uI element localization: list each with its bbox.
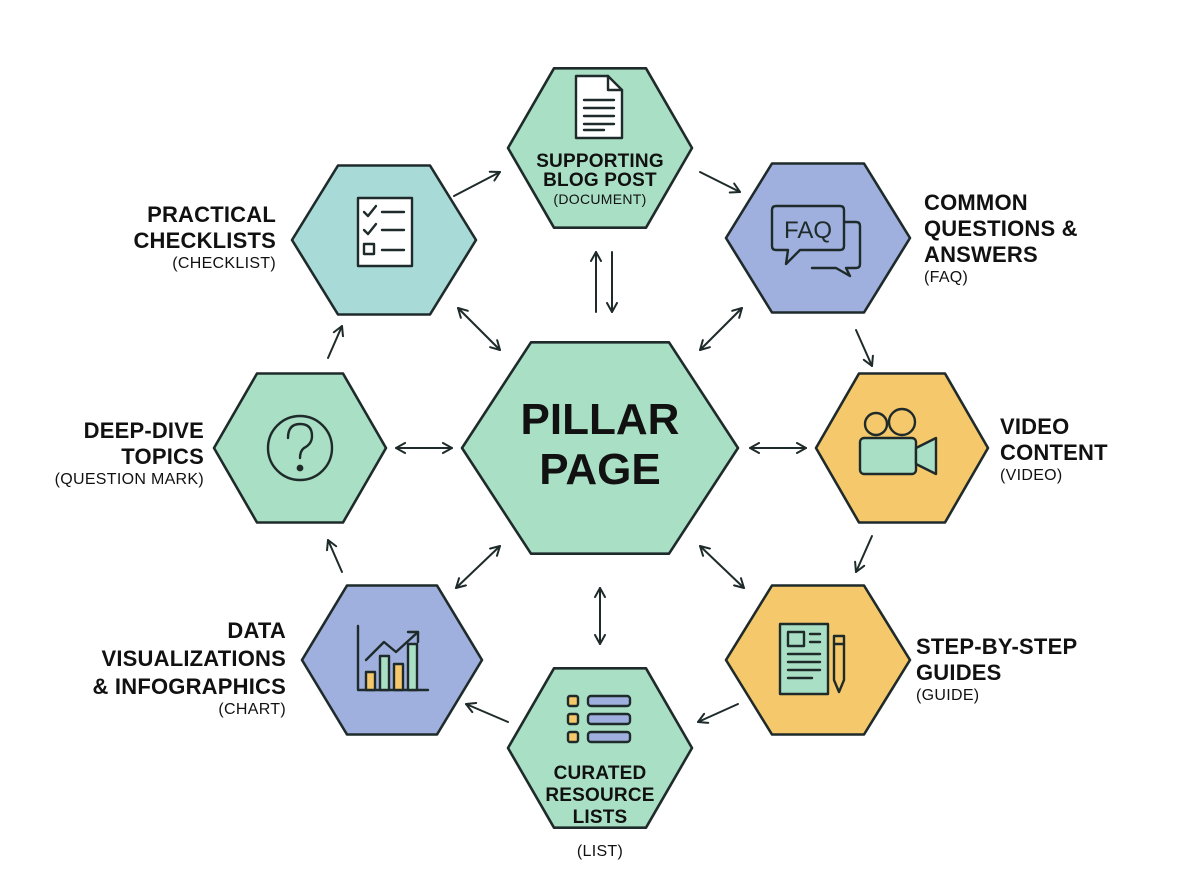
label-list: CURATED RESOURCE LISTS (520, 764, 680, 827)
arrow-blog-faq (699, 171, 741, 194)
pillar-line2: PAGE (539, 445, 661, 494)
arrow-chart-deepdive (326, 539, 343, 573)
label-video-title1: VIDEO (1000, 414, 1070, 439)
arrow-pillar-chart (455, 545, 501, 589)
label-video: VIDEO CONTENT (VIDEO) (1000, 416, 1160, 484)
arrow-faq-video (855, 329, 874, 367)
label-deepdive-title2: TOPICS (121, 444, 204, 469)
arrow-pillar-guide (699, 545, 745, 589)
guide-pencil-icon (778, 622, 846, 696)
pillar-line1: PILLAR (520, 395, 680, 444)
label-blog-title1: SUPPORTING (536, 151, 664, 172)
arrow-deepdive-checklist (327, 325, 344, 359)
hex-chart (300, 584, 484, 736)
label-faq: COMMON QUESTIONS & ANSWERS (FAQ) (924, 192, 1144, 286)
label-faq-sub: (FAQ) (924, 269, 969, 286)
pillar-page-title: PILLAR PAGE (480, 395, 720, 495)
list-icon (566, 694, 632, 744)
hex-deepdive (212, 372, 388, 524)
faq-icon-text: FAQ (784, 217, 832, 244)
label-blog-sub: (DOCUMENT) (553, 191, 647, 207)
label-list-title2: RESOURCE (545, 785, 655, 806)
label-list-title3: LISTS (572, 807, 628, 828)
arrow-guide-list (697, 703, 739, 724)
arrow-pillar-faq (699, 307, 743, 351)
label-checklist-sub: (CHECKLIST) (172, 255, 276, 272)
label-blog: SUPPORTING BLOG POST (DOCUMENT) (520, 152, 680, 206)
arrow-video-guide (854, 535, 873, 573)
label-blog-title2: BLOG POST (543, 170, 657, 191)
video-camera-icon (858, 407, 938, 476)
arrow-pillar-checklist (457, 307, 501, 351)
label-faq-title2: QUESTIONS & (924, 216, 1078, 241)
hex-pillar (460, 340, 740, 556)
label-list-title1: CURATED (553, 763, 647, 784)
label-video-sub: (VIDEO) (1000, 467, 1063, 484)
label-chart-title1: DATA (227, 618, 286, 643)
bar-chart-icon (356, 624, 430, 692)
label-deepdive: DEEP-DIVE TOPICS (QUESTION MARK) (20, 420, 204, 488)
label-list-sub: (LIST) (576, 843, 624, 860)
checklist-icon (356, 196, 414, 268)
label-faq-title1: COMMON (924, 190, 1028, 215)
label-guide-title1: STEP-BY-STEP (916, 634, 1078, 659)
arrow-list-chart (465, 701, 509, 723)
question-mark-icon (266, 414, 334, 482)
label-faq-title3: ANSWERS (924, 242, 1038, 267)
label-checklist-title2: CHECKLISTS (133, 228, 276, 253)
hex-blog (506, 67, 694, 229)
label-guide: STEP-BY-STEP GUIDES (GUIDE) (916, 636, 1136, 704)
label-chart: DATA VISUALIZATIONS & INFOGRAPHICS (CHAR… (40, 620, 286, 718)
label-guide-title2: GUIDES (916, 660, 1002, 685)
label-deepdive-title1: DEEP-DIVE (83, 418, 204, 443)
label-chart-sub: (CHART) (218, 701, 286, 718)
label-checklist: PRACTICAL CHECKLISTS (CHECKLIST) (60, 204, 276, 272)
label-list-sub-wrap: (LIST) (520, 840, 680, 860)
label-checklist-title1: PRACTICAL (147, 202, 276, 227)
label-guide-sub: (GUIDE) (916, 687, 980, 704)
label-chart-title3: & INFOGRAPHICS (92, 674, 286, 699)
label-deepdive-sub: (QUESTION MARK) (54, 471, 204, 488)
arrow-checklist-blog (453, 170, 501, 197)
hex-list (506, 666, 694, 830)
label-chart-title2: VISUALIZATIONS (101, 646, 286, 671)
label-video-title2: CONTENT (1000, 440, 1108, 465)
document-icon (574, 74, 624, 140)
faq-bubbles-icon: FAQ (770, 204, 862, 278)
